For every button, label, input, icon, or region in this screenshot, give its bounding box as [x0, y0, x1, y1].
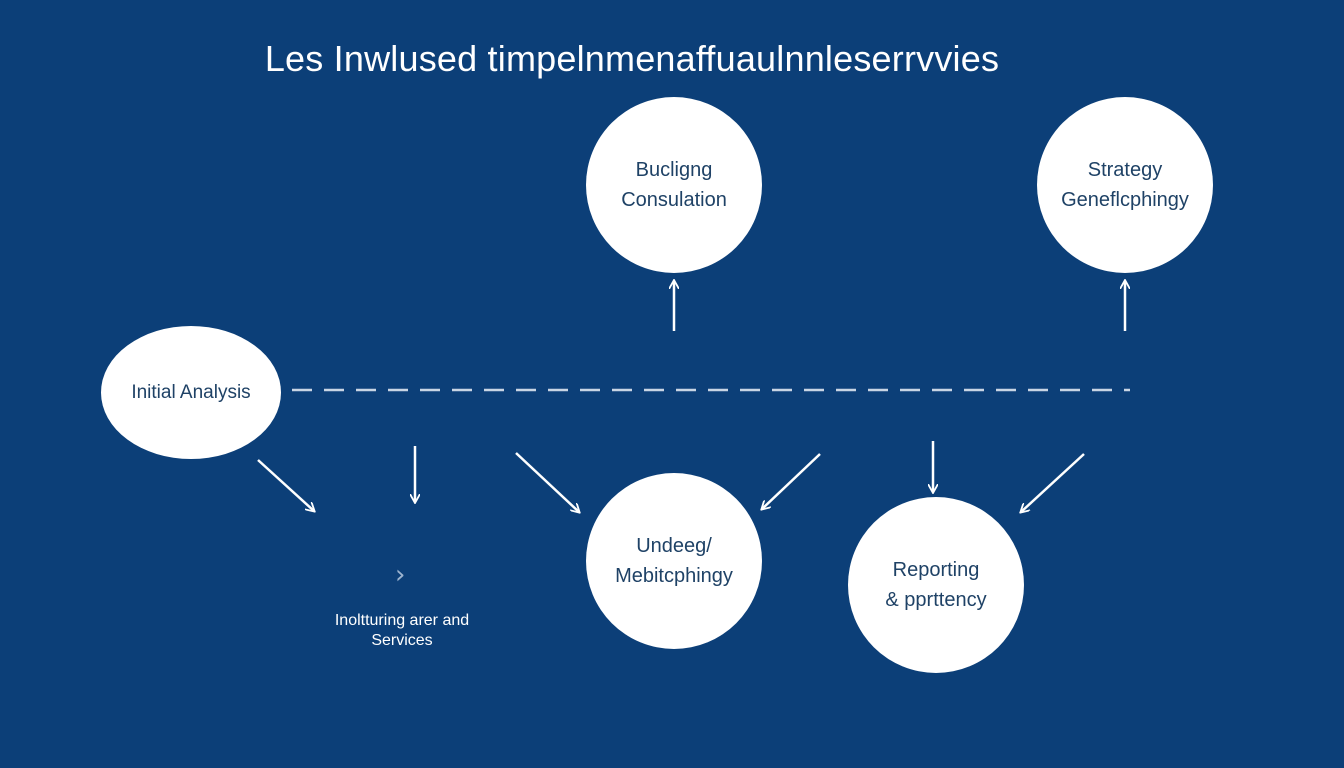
services-label-line2: Services [371, 632, 433, 649]
services-label: Inoltturing arer and Services [318, 611, 486, 651]
node-budget-consultation: Bucligng Consulation [586, 97, 762, 273]
diagram-title: Les Inwlused timpelnmenaffuaulnnleserrvv… [264, 38, 1000, 79]
node-undeeg-line2: Mebitcphingy [615, 565, 733, 587]
node-initial-analysis-label: Initial Analysis [131, 381, 251, 403]
node-strategy-line1: Strategy [1087, 159, 1163, 181]
node-budget-line2: Consulation [621, 189, 727, 211]
node-initial-analysis: Initial Analysis [101, 326, 281, 459]
chevron-right-icon: › [395, 560, 406, 590]
arrow-initial-down-right [257, 459, 314, 511]
node-undeeg: Undeeg/ Mebitcphingy [586, 473, 762, 649]
node-reporting-line1: Reporting [892, 559, 980, 581]
arrow-to-undeg-right [762, 453, 821, 509]
node-budget-line1: Bucligng [635, 159, 713, 181]
arrow-to-reporting-right [1021, 453, 1085, 512]
node-reporting-line2: & pprttency [885, 589, 987, 611]
node-reporting: Reporting & pprttency [848, 497, 1024, 673]
node-strategy: Strategy Geneflcphingy [1037, 97, 1213, 273]
services-label-line1: Inoltturing arer and [334, 612, 470, 629]
node-strategy-line2: Geneflcphingy [1061, 189, 1189, 211]
arrow-to-undeg-left [515, 452, 579, 512]
node-undeeg-line1: Undeeg/ [636, 535, 712, 557]
